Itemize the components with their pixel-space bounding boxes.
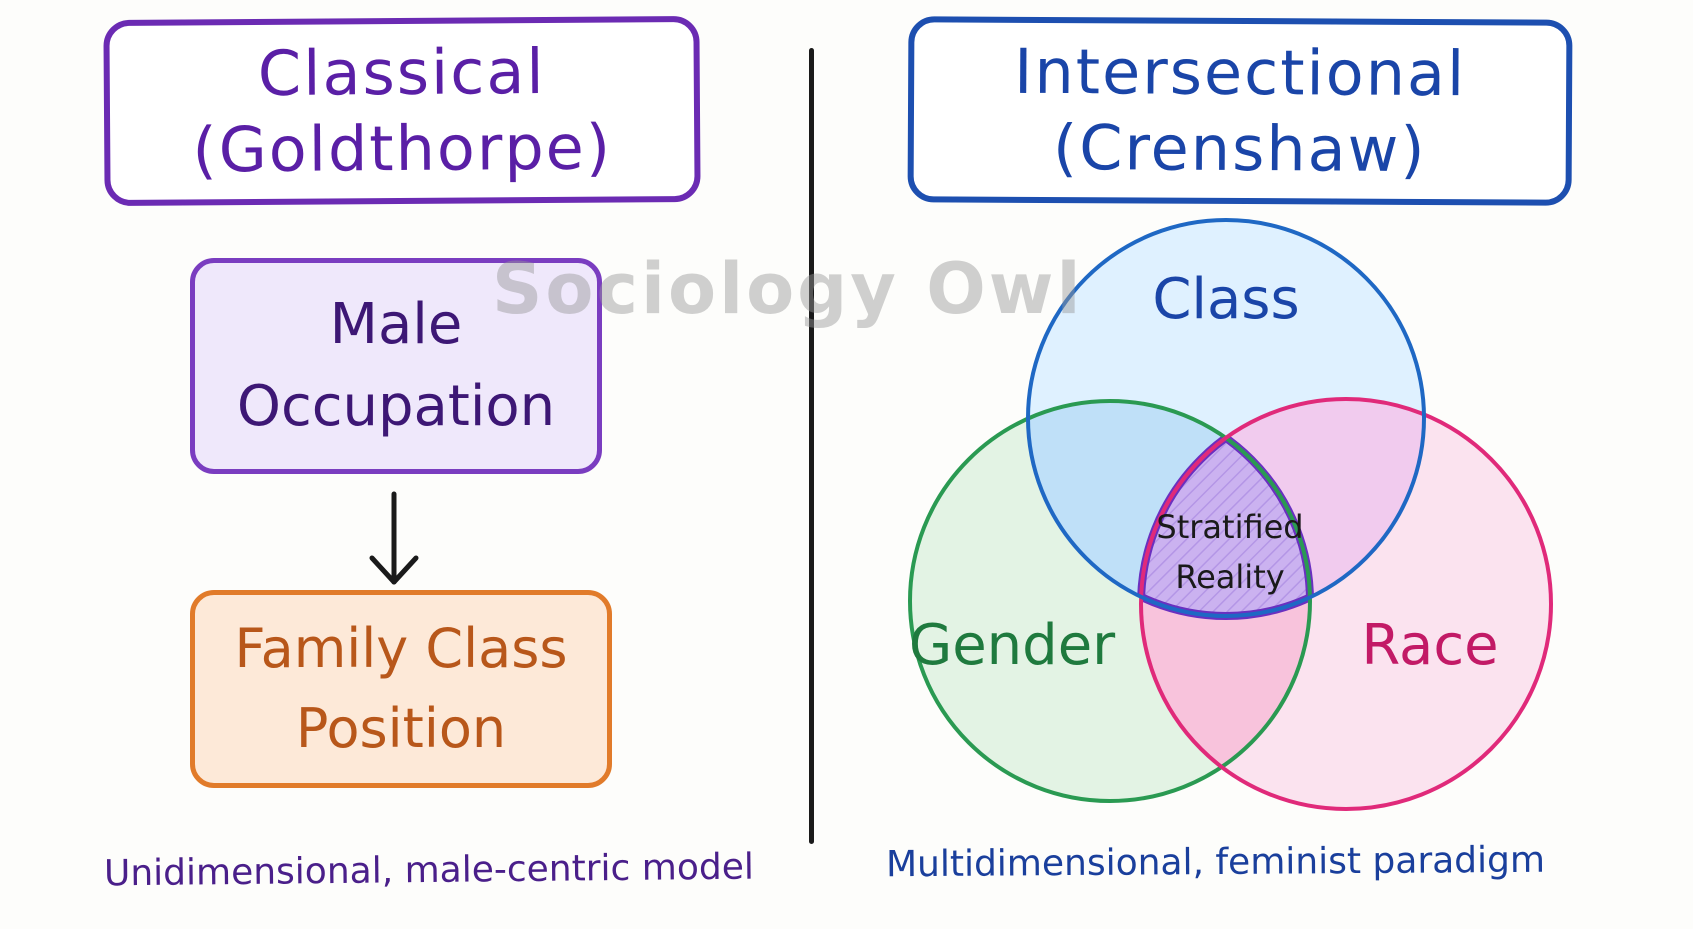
intersectional-venn-diagram: Class Gender Race Stratified Reality — [908, 218, 1553, 811]
gender-circle — [908, 399, 1312, 803]
stratified-reality-region — [1141, 401, 1310, 616]
reality-label: Reality — [1175, 558, 1284, 596]
race-circle — [1139, 397, 1553, 811]
goldthorpe-subtitle: (Goldthorpe) — [192, 110, 613, 187]
class-label: Class — [1152, 267, 1299, 332]
classical-title-box: Classical (Goldthorpe) — [103, 15, 701, 207]
intersectional-caption: Multidimensional, feminist paradigm — [885, 839, 1546, 886]
crenshaw-subtitle: (Crenshaw) — [1052, 111, 1427, 186]
family-class-line2: Position — [295, 697, 507, 760]
down-arrow-icon — [369, 491, 419, 585]
classical-title: Classical — [257, 34, 546, 111]
intersectional-title-box: Intersectional (Crenshaw) — [907, 16, 1573, 206]
stratified-label: Stratified — [1156, 508, 1303, 546]
male-occupation-line2: Occupation — [236, 374, 556, 439]
male-occupation-node: Male Occupation — [190, 258, 602, 474]
class-circle — [1026, 218, 1426, 618]
family-class-line1: Family Class — [234, 617, 568, 680]
classical-caption: Unidimensional, male-centric model — [103, 846, 755, 895]
family-class-position-node: Family Class Position — [190, 590, 612, 788]
gender-label: Gender — [909, 613, 1116, 678]
male-occupation-line1: Male — [329, 292, 463, 357]
intersectional-title: Intersectional — [1013, 34, 1467, 111]
race-label: Race — [1361, 613, 1498, 678]
center-divider — [809, 48, 814, 844]
sociology-owl-watermark: Sociology Owl — [492, 248, 1084, 330]
